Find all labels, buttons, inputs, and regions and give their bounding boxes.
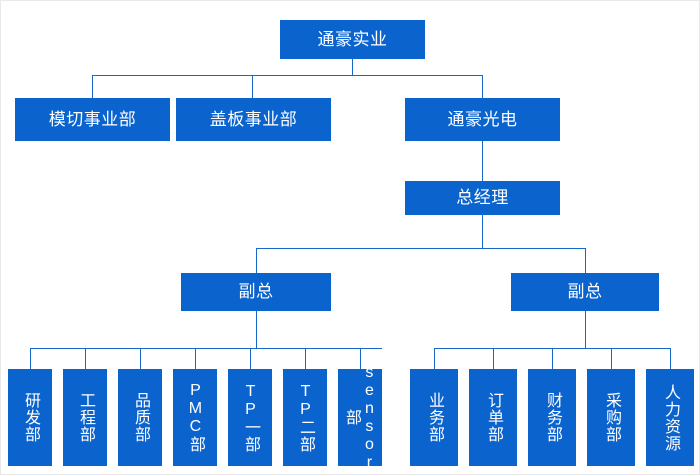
connector-drop-right-5 bbox=[670, 348, 671, 369]
node-dept-engineering[interactable]: 工程部 bbox=[63, 369, 107, 466]
connector-drop-right-3 bbox=[552, 348, 553, 369]
connector-optoelectronics-to-gm bbox=[482, 141, 483, 181]
connector-drop-cover bbox=[252, 75, 253, 98]
connector-deputy-left-stem bbox=[256, 311, 257, 348]
node-dept-quality[interactable]: 品质部 bbox=[118, 369, 162, 466]
node-deputy-right[interactable]: 副总 bbox=[511, 273, 659, 311]
connector-root-stem bbox=[352, 59, 353, 76]
connector-drop-left-3 bbox=[140, 348, 141, 369]
node-dept-purchasing[interactable]: 采购部 bbox=[587, 369, 635, 466]
connector-drop-right-4 bbox=[611, 348, 612, 369]
node-division-cover[interactable]: 盖板事业部 bbox=[176, 98, 331, 141]
connector-gm-stem bbox=[482, 215, 483, 248]
node-dept-finance[interactable]: 财务部 bbox=[528, 369, 576, 466]
node-dept-pmc[interactable]: PMC部 bbox=[173, 369, 217, 466]
connector-drop-left-6 bbox=[305, 348, 306, 369]
node-dept-orders[interactable]: 订单部 bbox=[469, 369, 517, 466]
node-dept-business[interactable]: 业务部 bbox=[410, 369, 458, 466]
connector-drop-deputy-right bbox=[585, 248, 586, 273]
node-root[interactable]: 通豪实业 bbox=[280, 20, 425, 59]
node-general-manager[interactable]: 总经理 bbox=[405, 181, 560, 215]
node-dept-rd[interactable]: 研发部 bbox=[8, 369, 52, 466]
connector-drop-optoelectronics bbox=[482, 75, 483, 98]
connector-deputy-right-stem bbox=[585, 311, 586, 348]
node-dept-tp-2[interactable]: TP二部 bbox=[283, 369, 327, 466]
node-dept-hr[interactable]: 人力资源 bbox=[646, 369, 694, 466]
node-deputy-left[interactable]: 副总 bbox=[181, 273, 331, 311]
connector-drop-left-1 bbox=[30, 348, 31, 369]
connector-drop-deputy-left bbox=[256, 248, 257, 273]
connector-left-dept-bus bbox=[30, 348, 382, 349]
connector-drop-left-2 bbox=[85, 348, 86, 369]
connector-drop-right-2 bbox=[493, 348, 494, 369]
connector-deputy-bus bbox=[256, 248, 585, 249]
connector-drop-left-5 bbox=[250, 348, 251, 369]
node-division-diecut[interactable]: 模切事业部 bbox=[15, 98, 170, 141]
connector-drop-right-1 bbox=[434, 348, 435, 369]
connector-row2-bus bbox=[92, 75, 482, 76]
connector-drop-left-7 bbox=[360, 348, 361, 369]
node-dept-tp-1[interactable]: TP一部 bbox=[228, 369, 272, 466]
node-division-optoelectronics[interactable]: 通豪光电 bbox=[405, 98, 560, 141]
node-dept-sensor[interactable]: sensor部 bbox=[338, 364, 382, 472]
connector-drop-diecut bbox=[92, 75, 93, 98]
connector-drop-left-4 bbox=[195, 348, 196, 369]
